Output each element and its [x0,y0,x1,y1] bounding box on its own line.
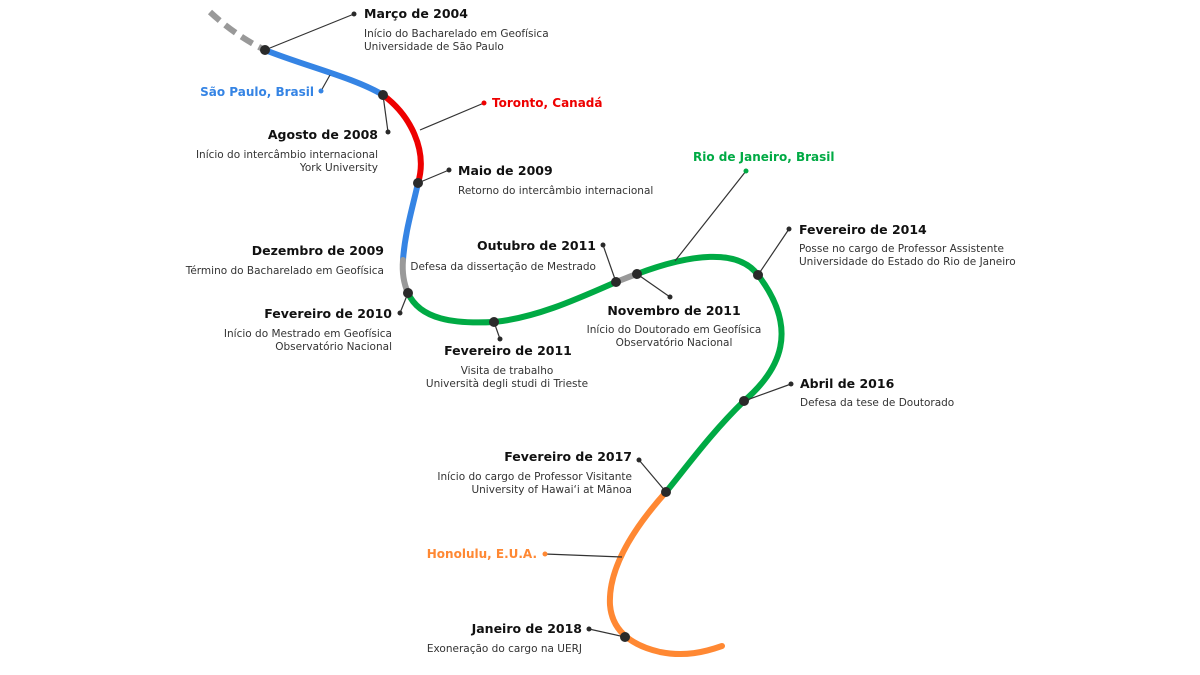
tip-event-2017-02 [636,457,642,463]
node-event-2011-02 [489,317,499,327]
event-description: Universidade do Estado do Rio de Janeiro [799,256,1016,268]
tip-event-2010-02 [397,310,403,316]
event-description: Início do intercâmbio internacional [196,149,378,161]
event-description: Observatório Nacional [275,341,392,353]
tip-event-2008-08 [385,129,391,135]
tip-rio [743,168,749,174]
tip-event-2011-10 [600,242,606,248]
leader-event-2004-03 [264,13,355,51]
leader-rio [674,170,747,262]
path-segment-before-2004 [207,9,267,53]
event-description: York University [299,162,378,174]
event-title: Abril de 2016 [800,376,895,391]
event-description: Retorno do intercâmbio internacional [458,185,653,197]
tip-sao-paulo [318,88,324,94]
event-title: Fevereiro de 2017 [504,449,632,464]
event-description: Posse no cargo de Professor Assistente [799,243,1004,255]
leader-event-2016-04 [743,383,792,402]
tip-honolulu [542,551,548,557]
event-title: Novembro de 2011 [607,303,740,318]
event-title: Fevereiro de 2010 [264,306,392,321]
event-title: Fevereiro de 2011 [444,343,572,358]
path-segment-honolulu [606,489,725,657]
tip-event-2011-11 [667,294,673,300]
tip-toronto [481,100,487,106]
leader-event-2009-05 [417,169,450,184]
event-description: Exoneração do cargo na UERJ [427,643,582,655]
path-segment-rio-1 [405,279,619,326]
leader-event-2008-08 [382,94,389,133]
event-description: Defesa da tese de Doutorado [800,397,954,409]
node-event-2011-10 [611,277,621,287]
city-label-sao-paulo: São Paulo, Brasil [200,85,314,99]
tip-event-2004-03 [351,11,357,17]
event-description: Observatório Nacional [616,337,733,349]
event-description: Defesa da dissertação de Mestrado [410,261,596,273]
event-description: Início do cargo de Professor Visitante [437,471,632,483]
event-description: Início do Doutorado em Geofísica [587,324,762,336]
tip-event-2009-05 [446,167,452,173]
leader-sao-paulo [320,74,331,92]
event-title: Dezembro de 2009 [252,243,384,258]
event-description: Università degli studi di Trieste [426,378,588,390]
event-description: University of Hawai‘i at Mānoa [471,484,632,496]
tip-event-2011-02 [497,336,503,342]
node-event-2004-03 [260,45,270,55]
event-description: Visita de trabalho [461,365,554,377]
node-event-2014-02 [753,270,763,280]
city-label-rio: Rio de Janeiro, Brasil [693,150,834,164]
node-event-2009-05 [413,178,423,188]
path-segment-sao-paulo-2 [400,180,421,263]
node-event-2008-08 [378,90,388,100]
leader-event-2014-02 [757,228,790,276]
event-title: Maio de 2009 [458,163,553,178]
event-title: Agosto de 2008 [268,127,378,142]
event-title: Março de 2004 [364,6,468,21]
path-segment-sao-paulo-1 [262,47,386,98]
node-event-2011-11 [632,269,642,279]
event-title: Outubro de 2011 [477,238,596,253]
node-event-2018-01 [620,632,630,642]
leader-event-2011-11 [636,273,671,298]
city-label-honolulu: Honolulu, E.U.A. [427,547,537,561]
path-segment-rio-2 [634,253,785,495]
path-segment-gap-2010 [399,257,411,296]
event-description: Término do Bacharelado em Geofísica [185,265,384,277]
tip-event-2018-01 [586,626,592,632]
node-event-2010-02 [403,288,413,298]
event-description: Início do Mestrado em Geofísica [224,328,392,340]
event-description: Universidade de São Paulo [364,41,504,53]
leader-honolulu [544,553,623,558]
leader-event-2011-10 [602,244,617,283]
leader-event-2018-01 [588,628,626,638]
leader-event-2017-02 [638,459,667,493]
event-description: Início do Bacharelado em Geofísica [364,28,549,40]
node-event-2017-02 [661,487,671,497]
event-title: Janeiro de 2018 [471,621,582,636]
tip-event-2016-04 [788,381,794,387]
node-event-2016-04 [739,396,749,406]
leader-toronto [419,102,485,131]
event-title: Fevereiro de 2014 [799,222,927,237]
path-segment-toronto [380,92,424,186]
tip-event-2014-02 [786,226,792,232]
city-label-toronto: Toronto, Canadá [492,96,603,110]
